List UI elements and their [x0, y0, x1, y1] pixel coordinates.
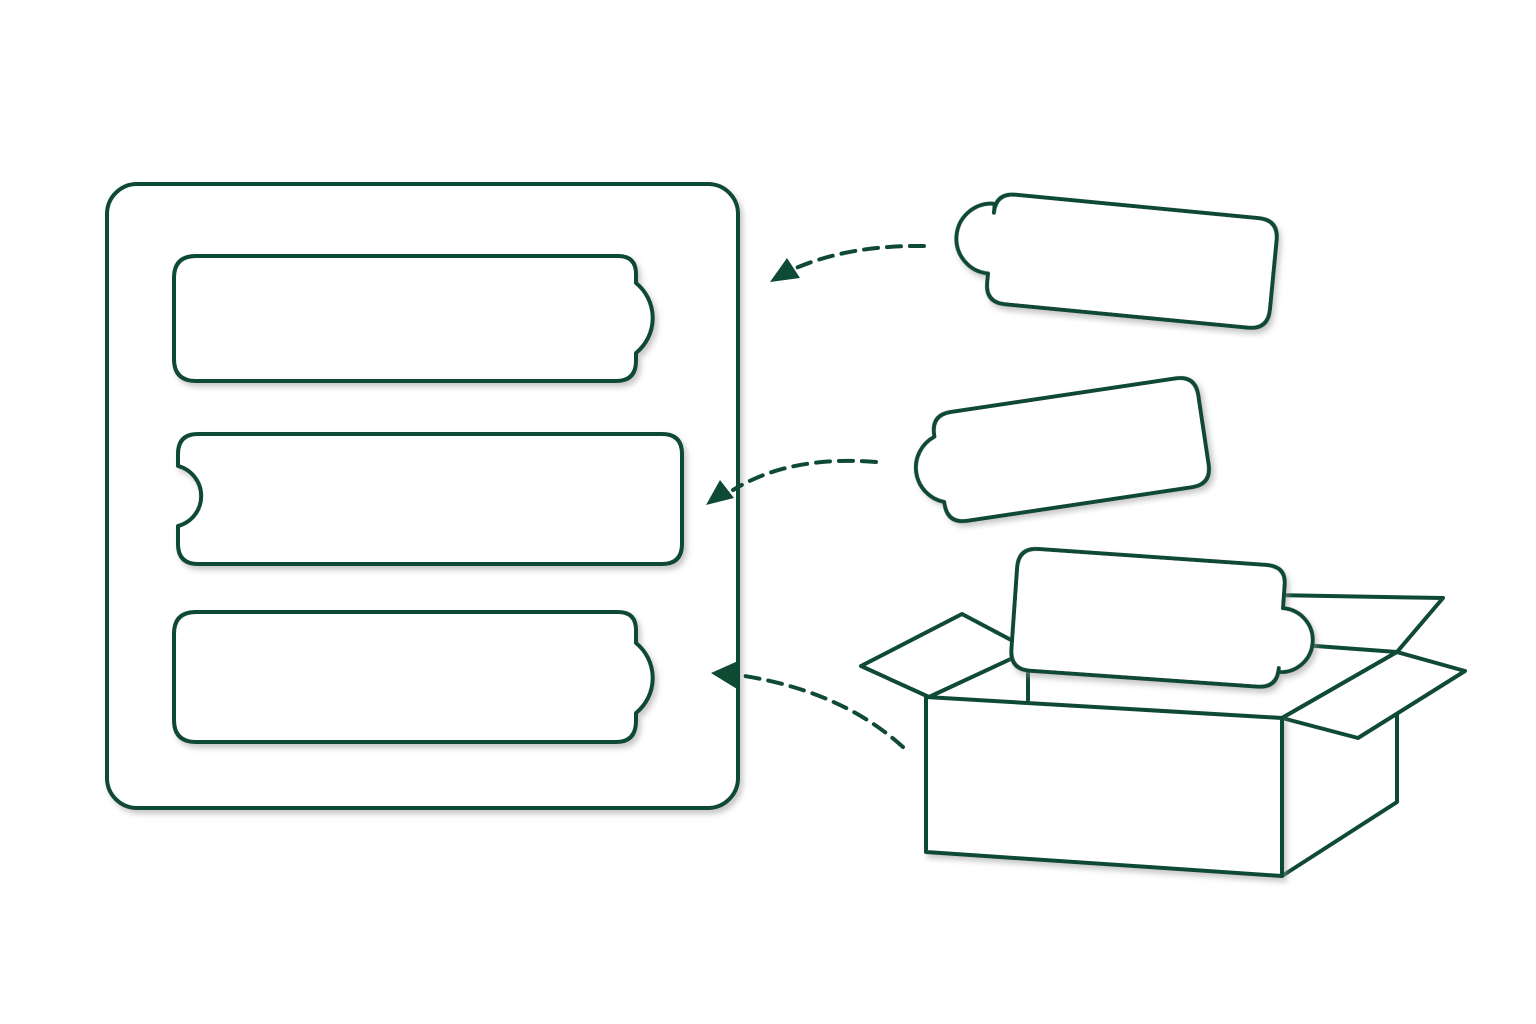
box-right-flap [1280, 650, 1467, 740]
slot-3 [172, 610, 655, 744]
open-box [859, 546, 1467, 878]
arrow-2-head [706, 480, 734, 505]
box-left-flap [859, 612, 1032, 699]
puzzle-tab-piece-icon [1009, 546, 1315, 689]
slot-2 [176, 432, 684, 566]
puzzle-tab-piece-icon [913, 376, 1211, 524]
arrow-1 [770, 243, 926, 282]
puzzle-piece-1 [954, 192, 1279, 330]
puzzle-tab-piece-icon [954, 192, 1279, 330]
arrow-3 [711, 661, 905, 749]
arrow-2-line [731, 458, 878, 492]
arrow-1-head [770, 258, 800, 282]
arrow-3-line [736, 673, 905, 749]
box-front [924, 695, 1284, 878]
slot-1 [172, 254, 655, 383]
arrow-1-line [794, 243, 926, 270]
arrow-3-head [711, 661, 738, 689]
arrow-2 [706, 458, 878, 505]
puzzle-piece-3 [1009, 546, 1315, 689]
slot-panel [105, 182, 740, 810]
puzzle-piece-2 [913, 376, 1211, 524]
